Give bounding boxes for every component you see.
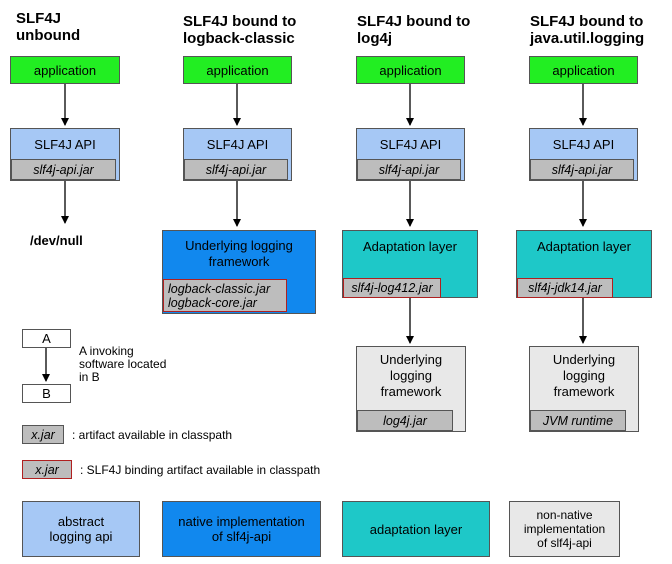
jar-label: x.jar [35, 462, 59, 477]
application-box: application [529, 56, 638, 84]
legend-jar-desc: : artifact available in classpath [72, 428, 233, 442]
jar-label: slf4j-api.jar [33, 162, 94, 177]
legend-box-b: B [22, 384, 71, 403]
key-label: non-native implementation of slf4j-api [524, 508, 605, 550]
column-title-log4j: SLF4J bound to log4j [357, 13, 470, 47]
column-title-jul: SLF4J bound to java.util.logging [530, 13, 644, 47]
key-native-impl: native implementation of slf4j-api [162, 501, 321, 557]
slf4j-api-label: SLF4J API [552, 137, 615, 152]
label-line: logging [390, 368, 432, 383]
legend-line: in B [79, 370, 100, 384]
slf4j-api-jar: slf4j-api.jar [11, 159, 116, 180]
key-adaptation-layer: adaptation layer [342, 501, 490, 557]
label-line: framework [208, 254, 270, 269]
title-line: SLF4J bound to [183, 13, 297, 30]
label-line: implementation [523, 522, 606, 536]
title-line: SLF4J [16, 10, 62, 27]
application-box: application [356, 56, 465, 84]
slf4j-api-label: SLF4J API [379, 137, 442, 152]
jvm-runtime-jar: JVM runtime [530, 410, 626, 431]
slf4j-api-jar: slf4j-api.jar [184, 159, 288, 180]
legend-line: A invoking [79, 344, 134, 358]
jar-label: log4j.jar [383, 413, 427, 428]
legend-box-a: A [22, 329, 71, 348]
label-line: Underlying logging [185, 238, 293, 253]
key-label: abstract logging api [50, 514, 113, 544]
jar-label: slf4j-api.jar [378, 162, 440, 177]
title-line: SLF4J bound to [357, 13, 471, 30]
label-line: abstract [57, 514, 105, 529]
legend-binding-sample: x.jar [22, 460, 72, 479]
logback-core-jar-label: logback-core.jar [168, 295, 257, 310]
application-label: application [206, 62, 269, 78]
adaptation-layer-label: Adaptation layer [363, 239, 457, 254]
column-title-logback: SLF4J bound to logback-classic [183, 13, 296, 47]
slf4j-api-jar: slf4j-api.jar [357, 159, 461, 180]
logback-classic-jar-label: logback-classic.jar [168, 281, 271, 296]
legend-binding-desc: : SLF4J binding artifact available in cl… [80, 463, 321, 477]
legend-jar-sample: x.jar [22, 425, 64, 444]
label-line: Underlying [552, 352, 616, 367]
key-label: adaptation layer [369, 521, 463, 537]
application-label: application [33, 62, 97, 78]
label-line: Underlying [379, 352, 443, 367]
label-line: of slf4j-api [211, 529, 272, 544]
jar-label: x.jar [31, 427, 55, 442]
label-line: non-native [536, 508, 593, 522]
column-title-unbound: SLF4J unbound [16, 10, 80, 44]
title-line: logback-classic [183, 30, 295, 47]
slf4j-jdk14-jar: slf4j-jdk14.jar [517, 278, 613, 298]
logback-jars: logback-classic.jar logback-core.jar [163, 279, 287, 312]
slf4j-api-label: SLF4J API [34, 137, 96, 152]
jar-label: slf4j-api.jar [205, 162, 267, 177]
dev-null-label: /dev/null [30, 233, 83, 248]
title-line: java.util.logging [530, 30, 645, 47]
non-native-impl-label: Underlying logging framework [530, 352, 638, 400]
label-line: framework [553, 384, 615, 399]
log4j-jar: log4j.jar [357, 410, 453, 431]
title-line: SLF4J bound to [530, 13, 644, 30]
non-native-impl-label: Underlying logging framework [357, 352, 465, 400]
adaptation-layer-label: Adaptation layer [537, 239, 631, 254]
jar-label: slf4j-api.jar [551, 162, 613, 177]
label-line: logging [563, 368, 605, 383]
legend-invoke-text: A invoking software located in B [79, 345, 166, 384]
slf4j-log412-jar: slf4j-log412.jar [343, 278, 441, 298]
slf4j-api-jar: slf4j-api.jar [530, 159, 634, 180]
application-box: application [10, 56, 120, 84]
key-label: native implementation of slf4j-api [178, 514, 304, 544]
label-line: logging api [49, 529, 113, 544]
label-line: framework [380, 384, 442, 399]
jar-label: slf4j-jdk14.jar [528, 281, 602, 295]
key-abstract-api: abstract logging api [22, 501, 140, 557]
native-impl-label: Underlying logging framework [163, 238, 315, 270]
legend-b-label: B [42, 386, 51, 401]
legend-line: software located [79, 357, 167, 371]
legend-a-label: A [42, 331, 51, 346]
application-label: application [379, 62, 442, 78]
label-line: native implementation [178, 514, 305, 529]
label-line: of slf4j-api [537, 536, 592, 550]
key-non-native-impl: non-native implementation of slf4j-api [509, 501, 620, 557]
application-label: application [552, 62, 615, 78]
title-line: unbound [16, 27, 81, 44]
jar-label: JVM runtime [542, 413, 614, 428]
slf4j-api-label: SLF4J API [206, 137, 269, 152]
title-line: log4j [357, 30, 393, 47]
application-box: application [183, 56, 292, 84]
jar-label: slf4j-log412.jar [351, 281, 433, 295]
